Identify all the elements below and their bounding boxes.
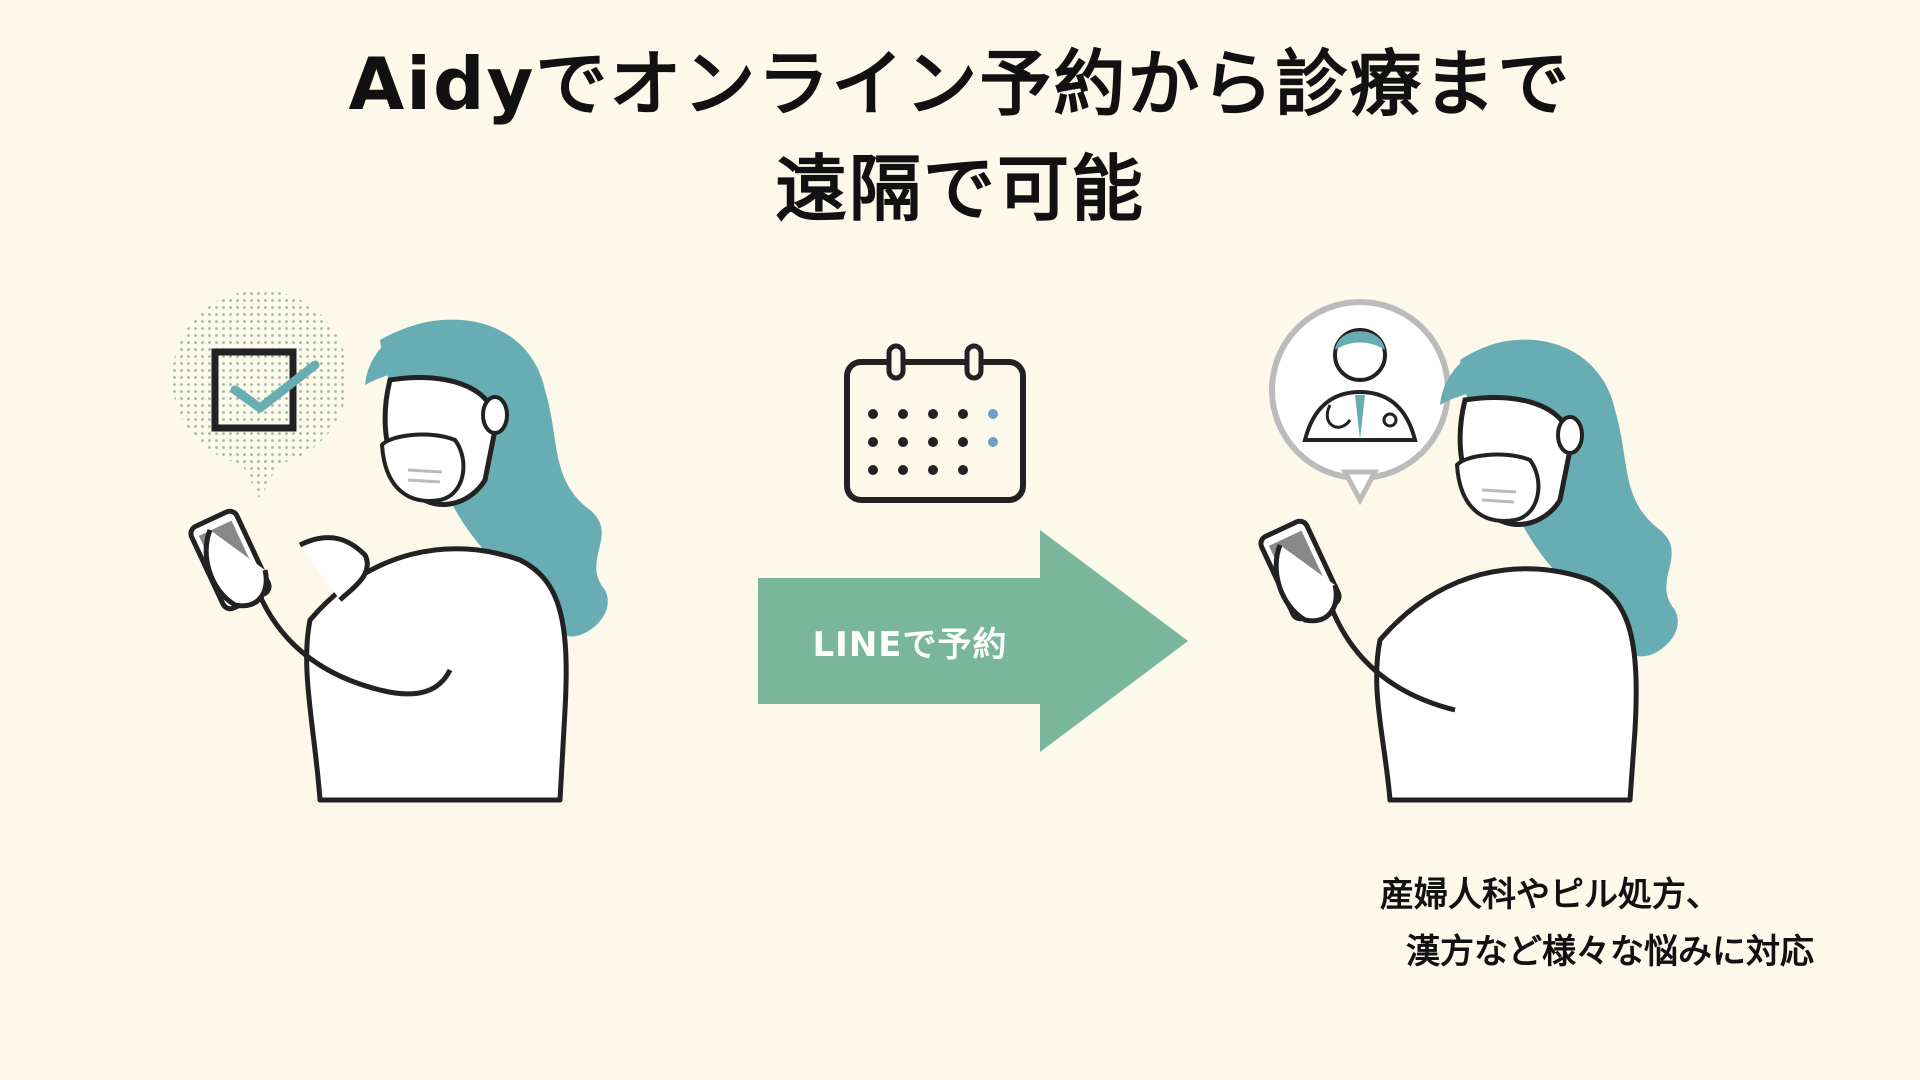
calendar-icon bbox=[844, 343, 1026, 503]
check-bubble bbox=[172, 290, 348, 500]
checkmark-icon bbox=[211, 348, 320, 432]
doctor-icon bbox=[1269, 299, 1451, 506]
page-title-line-1: Aidyでオンライン予約から診療まで bbox=[348, 42, 1572, 126]
caption-line-1: 産婦人科やピル処方、 bbox=[1380, 875, 1720, 915]
page-title-line-2: 遠隔で可能 bbox=[774, 147, 1145, 231]
arrow-label: LINEで予約 bbox=[812, 625, 1008, 665]
arrow-shape bbox=[758, 530, 1188, 752]
caption-line-2: 漢方など様々な悩みに対応 bbox=[1406, 932, 1814, 972]
woman-booking-illustration bbox=[172, 290, 608, 803]
woman-consultation-illustration bbox=[1258, 299, 1678, 803]
